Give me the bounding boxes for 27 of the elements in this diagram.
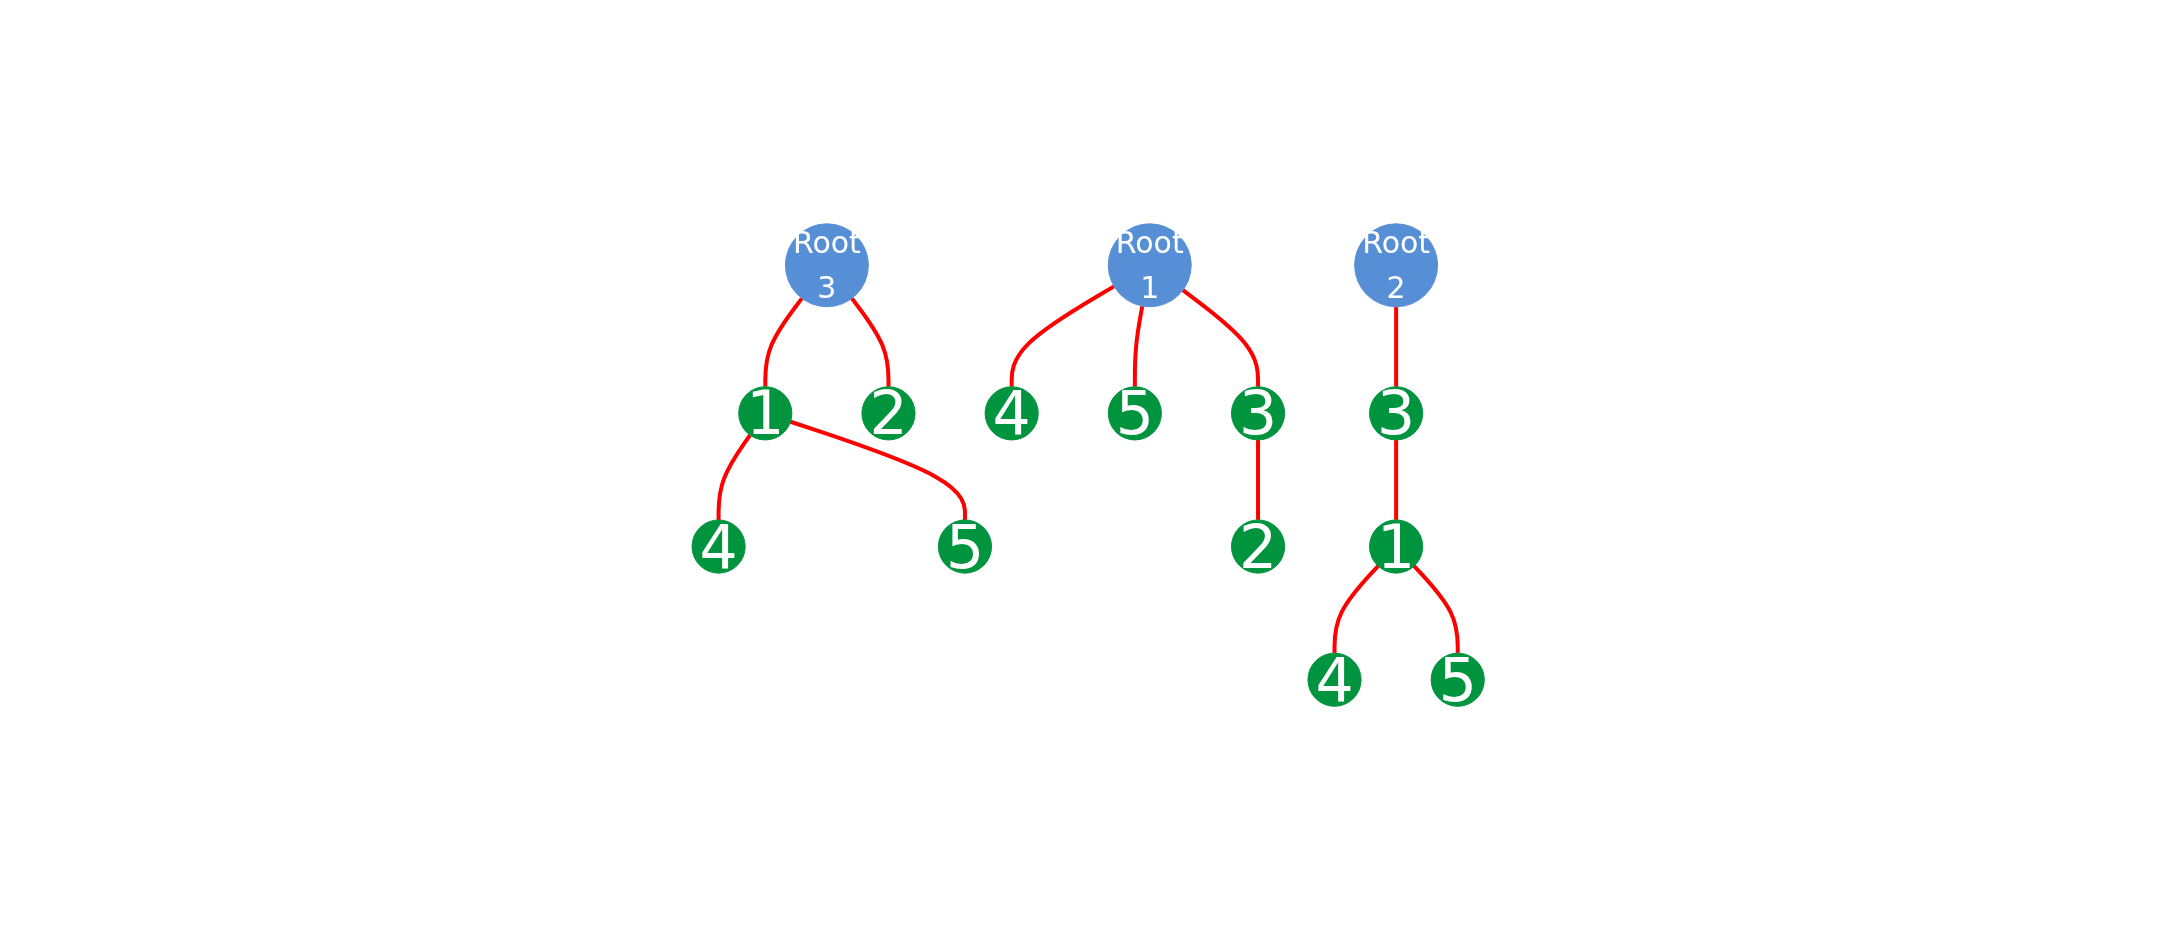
connector [1133,305,1145,387]
connector [1182,288,1261,387]
connector [716,433,752,520]
node-circle: 1 [738,386,793,441]
node-circle: 5 [938,519,993,574]
node-circle: Root 1 [1108,223,1193,308]
node-circle: 3 [1369,386,1424,441]
node-circle: 5 [1108,386,1163,441]
node-circle: Root 3 [785,223,870,308]
connector [1256,439,1261,520]
node-circle: 2 [861,386,916,441]
node-circle: 4 [691,519,747,574]
node-circle: 3 [1231,386,1286,441]
node-circle: 1 [1369,519,1424,574]
connector [1394,306,1399,387]
connector [850,297,891,387]
connector [1413,564,1461,654]
node-circle: 4 [1307,652,1362,707]
node-circle: 4 [984,386,1040,441]
connector [790,419,968,520]
connector [763,297,804,387]
connector [1394,439,1399,520]
connector [1010,284,1116,387]
node-circle: 5 [1430,652,1486,707]
node-circle: Root 2 [1354,223,1439,308]
connector [1332,564,1380,654]
node-circle: 2 [1231,519,1286,574]
